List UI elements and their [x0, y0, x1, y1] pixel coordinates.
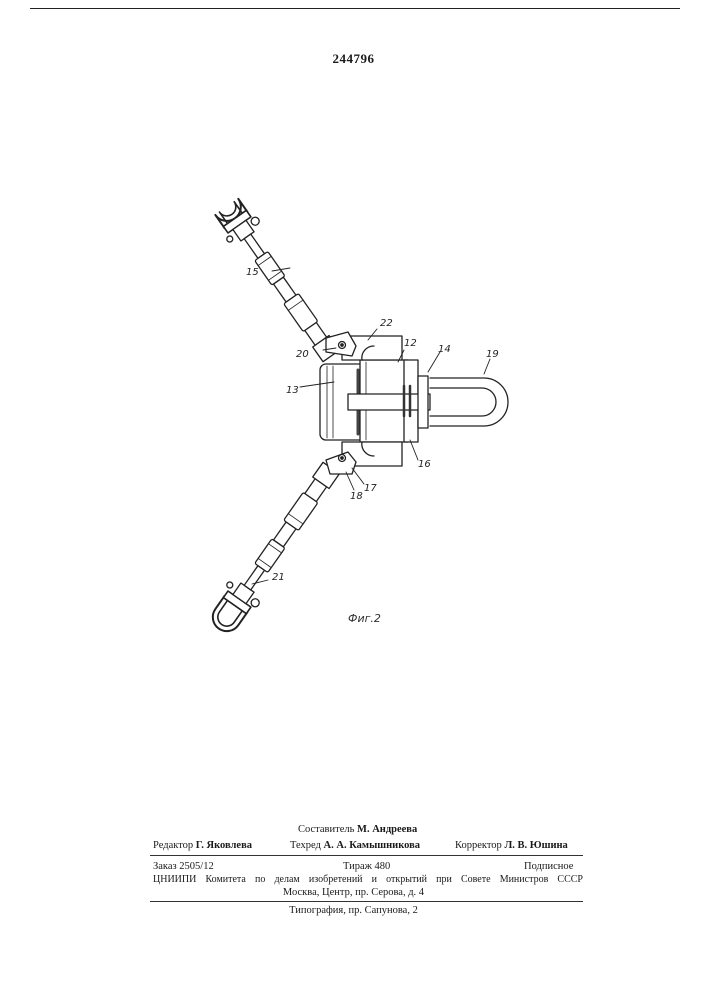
compiler-line: Составитель М. Андреева: [298, 824, 417, 835]
upper-arm: [211, 196, 356, 367]
label-15: 15: [246, 267, 259, 278]
subscription: Подписное: [524, 861, 573, 872]
techred-line: Техред А. А. Камышникова: [290, 840, 420, 851]
label-13: 13: [286, 385, 299, 396]
label-14: 14: [438, 344, 451, 355]
label-16: 16: [418, 459, 431, 470]
label-20: 20: [296, 349, 309, 360]
label-21: 21: [272, 572, 285, 583]
print-run: Тираж 480: [343, 861, 390, 872]
label-22: 22: [380, 318, 393, 329]
lower-arm: [203, 452, 356, 639]
editor-line: Редактор Г. Яковлева: [153, 840, 252, 851]
order-number: Заказ 2505/12: [153, 861, 214, 872]
figure-caption: Фиг.2: [348, 612, 381, 625]
corrector-line: Корректор Л. В. Юшина: [455, 840, 568, 851]
label-17: 17: [364, 483, 377, 494]
organization-address: Москва, Центр, пр. Серова, д. 4: [0, 887, 707, 898]
label-18: 18: [350, 491, 363, 502]
patent-drawing: 15 20 22 12 14 19 13 16 17 18 21 Фиг.2: [0, 0, 707, 700]
imprint-rule-1: [150, 855, 583, 856]
organization-line: ЦНИИПИ Комитета по делам изобретений и о…: [153, 874, 583, 885]
printing-house: Типография, пр. Сапунова, 2: [0, 905, 707, 916]
label-12: 12: [404, 338, 417, 349]
label-19: 19: [486, 349, 499, 360]
imprint-rule-2: [150, 901, 583, 902]
